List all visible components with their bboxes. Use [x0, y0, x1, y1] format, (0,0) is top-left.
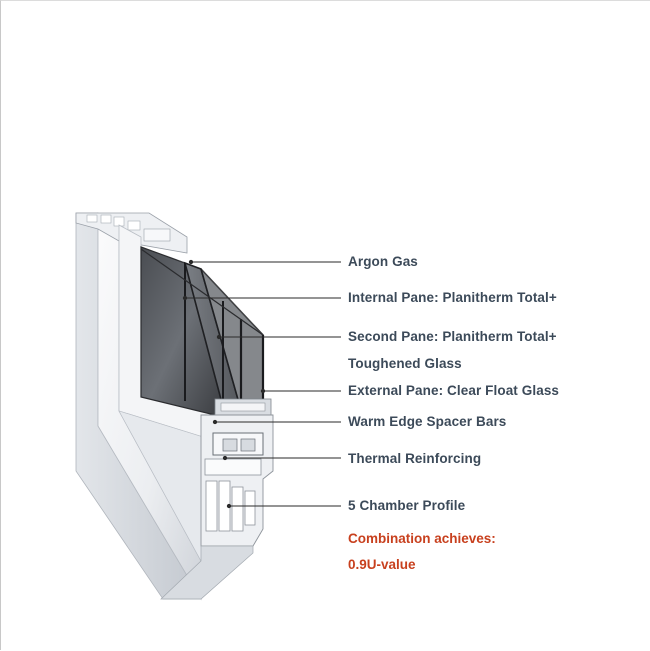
label-chamber-profile: 5 Chamber Profile [348, 498, 466, 513]
leader-dot [188, 259, 194, 265]
profile-chamber [244, 490, 256, 526]
leader-dot [216, 334, 222, 340]
frame-top-chamber [86, 214, 98, 223]
label-spacer-bars: Warm Edge Spacer Bars [348, 414, 507, 429]
frame-top-chamber [143, 228, 171, 242]
profile-bottom-wall [160, 545, 254, 600]
bottom-profile [160, 414, 274, 600]
profile-chamber [205, 480, 218, 532]
spacer-bar-core [220, 402, 266, 412]
frame-outer [75, 212, 202, 601]
leader-dot [212, 419, 218, 425]
leader-dot [260, 388, 266, 394]
label-argon-gas: Argon Gas [348, 254, 418, 269]
frame-top-chamber [127, 220, 141, 231]
label-external-pane: External Pane: Clear Float Glass [348, 383, 560, 398]
reinforcing-slot [222, 438, 238, 452]
label-internal-pane: Internal Pane: Planitherm Total+ [348, 290, 557, 305]
label-second-pane: Second Pane: Planitherm Total+ [348, 329, 557, 344]
spacer-bar [214, 398, 272, 416]
note-u-value: 0.9U-value [348, 557, 416, 572]
frame-top-chamber [100, 214, 112, 224]
leader-lines [182, 259, 341, 509]
label-toughened-glass: Toughened Glass [348, 356, 462, 371]
glazing-unit [140, 246, 265, 418]
leader-dot [182, 295, 188, 301]
leader-dot [222, 455, 228, 461]
leader-dot [226, 503, 232, 509]
reinforcing-slot [240, 438, 256, 452]
label-thermal-reinforcing: Thermal Reinforcing [348, 451, 482, 466]
profile-chamber [204, 458, 262, 476]
pane-edge [140, 248, 264, 336]
note-combination: Combination achieves: [348, 531, 496, 546]
profile-chamber [231, 486, 244, 532]
thermal-reinforcing-bar [212, 432, 264, 456]
